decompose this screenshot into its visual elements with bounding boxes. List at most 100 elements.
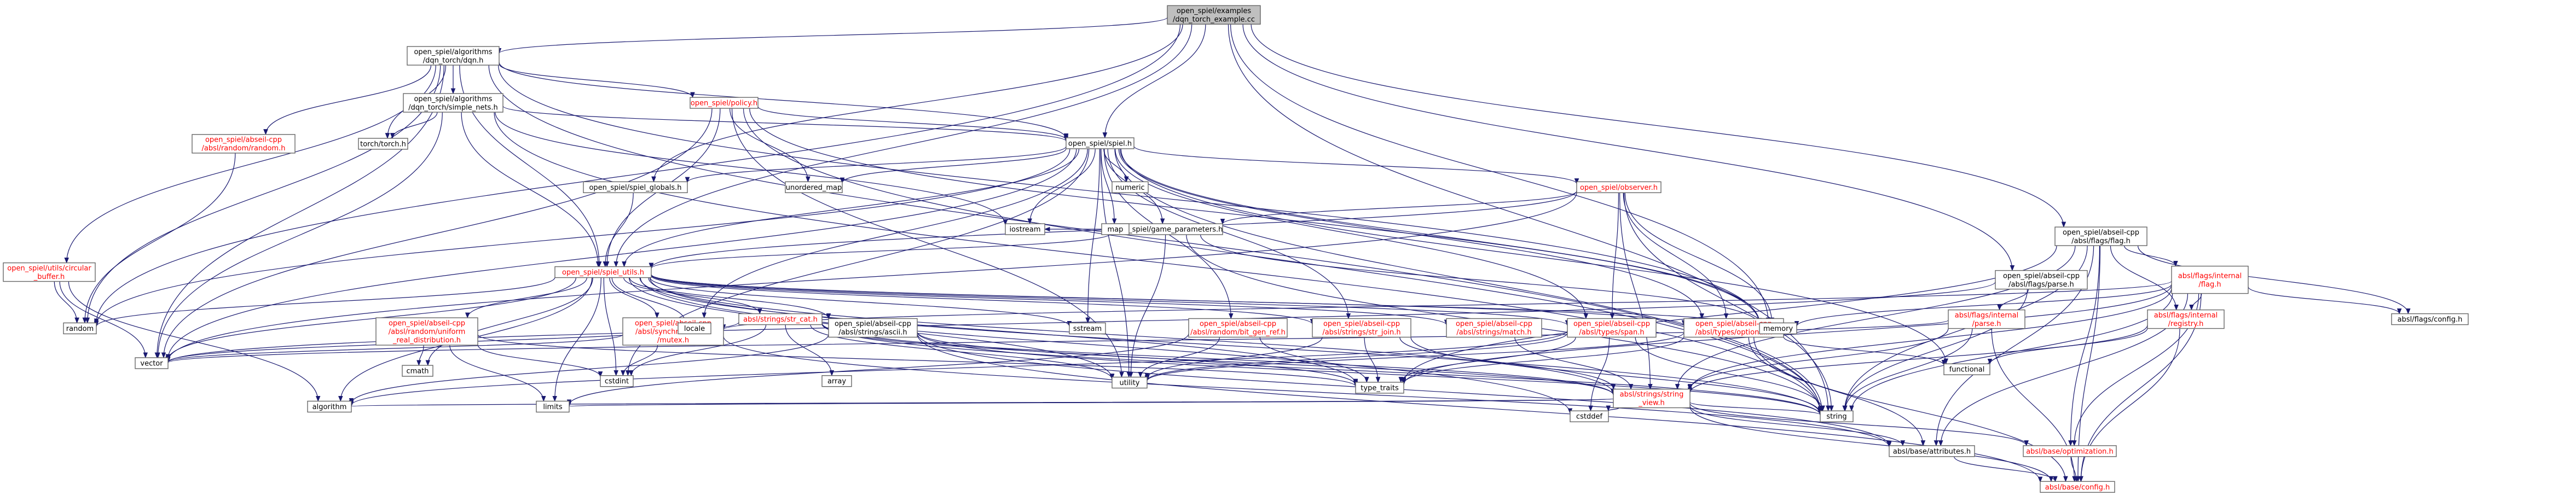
- node-game-params[interactable]: open_spiel/game_parameters.h: [1110, 223, 1223, 235]
- node-spiel-globals[interactable]: open_spiel/spiel_globals.h: [583, 181, 688, 194]
- node-box: [3, 262, 96, 282]
- node-label: open_spiel/abseil-cpp: [835, 320, 911, 328]
- node-box: [536, 400, 570, 413]
- edge-root-to-spiel_globals: [651, 24, 1183, 183]
- node-uniform-real[interactable]: open_spiel/abseil-cpp/absl/random/unifor…: [375, 317, 478, 346]
- node-spiel[interactable]: open_spiel/spiel.h: [1066, 137, 1134, 149]
- node-map[interactable]: map: [1101, 223, 1130, 235]
- node-type-traits[interactable]: type_traits: [1355, 382, 1404, 394]
- node-label: absl/strings/str_cat.h: [743, 316, 818, 324]
- node-label: absl/flags/internal: [1955, 311, 2018, 319]
- node-cstddef[interactable]: cstddef: [1570, 410, 1609, 422]
- edge-spiel_globals-to-spiel_utils: [603, 193, 634, 267]
- edge-internal_flag-to-flags_config: [2248, 286, 2402, 314]
- node-utility[interactable]: utility: [1112, 376, 1148, 389]
- node-absl-random[interactable]: open_spiel/abseil-cpp/absl/random/random…: [192, 134, 296, 154]
- edge-internal_parse-to-base_config: [1991, 328, 2077, 482]
- node-label: open_spiel/algorithms: [414, 48, 492, 56]
- node-label: algorithm: [312, 403, 347, 411]
- node-str-join[interactable]: open_spiel/abseil-cpp/absl/strings/str_j…: [1312, 318, 1411, 338]
- node-internal-registry[interactable]: absl/flags/internal/registry.h: [2147, 309, 2225, 329]
- edge-spiel-to-iostream: [1027, 148, 1096, 225]
- node-spiel-utils[interactable]: open_spiel/spiel_utils.h: [554, 266, 652, 278]
- node-str-cat[interactable]: absl/strings/str_cat.h: [738, 313, 823, 325]
- edge-internal_registry-to-base_config: [2079, 328, 2180, 482]
- edge-spiel-to-map: [1101, 148, 1117, 225]
- edge-flag-to-internal_registry: [2110, 246, 2179, 311]
- node-vector[interactable]: vector: [135, 357, 169, 369]
- node-box: [2023, 445, 2117, 457]
- edge-dqn-to-random: [85, 65, 441, 324]
- edge-str_join-to-type_traits: [1364, 337, 1381, 383]
- node-internal-parse[interactable]: absl/flags/internal/parse.h: [1948, 309, 2025, 329]
- node-base-config[interactable]: absl/base/config.h: [2040, 481, 2115, 493]
- edge-sync_mutex-to-attributes: [723, 336, 1892, 448]
- node-bit-gen-ref[interactable]: open_spiel/abseil-cpp/absl/random/bit_ge…: [1188, 318, 1288, 338]
- edge-optional-to-utility: [1144, 332, 1684, 382]
- node-memory[interactable]: memory: [1759, 322, 1797, 335]
- node-match[interactable]: open_spiel/abseil-cpp/absl/strings/match…: [1446, 318, 1542, 338]
- edges-layer: [54, 17, 2411, 483]
- edge-root-to-spiel: [1102, 24, 1206, 138]
- node-flag[interactable]: open_spiel/abseil-cpp/absl/flags/flag.h: [2054, 226, 2147, 246]
- node-label: random: [66, 325, 94, 333]
- node-label: absl/flags/internal: [2154, 311, 2218, 319]
- node-limits[interactable]: limits: [536, 400, 570, 413]
- node-policy[interactable]: open_spiel/policy.h: [690, 97, 759, 109]
- node-box: [1948, 309, 2025, 329]
- node-string-view[interactable]: absl/strings/string_view.h: [1613, 388, 1691, 409]
- node-torch[interactable]: torch/torch.h: [358, 138, 408, 150]
- node-attributes[interactable]: absl/base/attributes.h: [1889, 445, 1975, 457]
- node-box: [1101, 223, 1130, 235]
- edge-ascii-to-algorithm: [349, 334, 829, 404]
- node-ascii[interactable]: open_spiel/abseil-cpp/absl/strings/ascii…: [828, 318, 918, 338]
- node-random[interactable]: random: [63, 322, 97, 335]
- node-cstdint[interactable]: cstdint: [600, 375, 634, 387]
- node-internal-flag[interactable]: absl/flags/internal/flag.h: [2171, 265, 2249, 294]
- node-box: [1167, 5, 1261, 25]
- node-observer[interactable]: open_spiel/observer.h: [1576, 181, 1662, 194]
- node-box: [1570, 410, 1609, 422]
- node-parse[interactable]: open_spiel/abseil-cpp/absl/flags/parse.h: [1995, 270, 2088, 290]
- node-circular[interactable]: open_spiel/utils/circular_buffer.h: [3, 262, 96, 282]
- node-unordered-map[interactable]: unordered_map: [785, 181, 843, 194]
- node-cmath[interactable]: cmath: [402, 365, 433, 377]
- edge-internal_registry-to-string_view: [1687, 324, 2148, 394]
- node-box: [1613, 388, 1691, 409]
- node-functional[interactable]: functional: [1943, 363, 1990, 375]
- node-box: [1005, 223, 1045, 235]
- node-box: [63, 322, 97, 335]
- node-iostream[interactable]: iostream: [1005, 223, 1045, 235]
- node-simple-nets[interactable]: open_spiel/algorithms/dqn_torch/simple_n…: [403, 93, 503, 113]
- edge-attributes-to-base_config: [1954, 456, 2058, 482]
- edge-spiel-to-memory: [1120, 148, 1762, 324]
- node-sstream[interactable]: sstream: [1069, 322, 1106, 335]
- node-optimization[interactable]: absl/base/optimization.h: [2023, 445, 2117, 457]
- edge-dqn-to-string: [488, 65, 1823, 413]
- edge-root-to-parse: [1242, 24, 2015, 271]
- node-flags-config[interactable]: absl/flags/config.h: [2391, 313, 2469, 325]
- node-box: [358, 138, 408, 150]
- edge-spiel_utils-to-sstream: [650, 277, 1072, 327]
- node-span[interactable]: open_spiel/abseil-cpp/absl/types/span.h: [1567, 318, 1657, 338]
- node-label: open_spiel/abseil-cpp: [2063, 229, 2139, 237]
- node-string[interactable]: string: [1820, 410, 1854, 422]
- edge-str_join-to-utility: [1144, 337, 1323, 380]
- node-label: open_spiel/abseil-cpp: [389, 319, 465, 328]
- edge-internal_flag-to-memory: [1794, 284, 2172, 327]
- node-dqn[interactable]: open_spiel/algorithms/dqn_torch/dqn.h: [407, 46, 500, 66]
- node-label: open_spiel/abseil-cpp: [1200, 320, 1276, 328]
- node-locale[interactable]: locale: [678, 322, 711, 335]
- edge-spiel_utils-to-string: [649, 277, 1823, 415]
- edge-spiel_utils-to-cstddef: [640, 277, 1573, 415]
- node-label: limits: [543, 403, 563, 411]
- node-label: open_spiel/observer.h: [1580, 184, 1658, 192]
- node-numeric[interactable]: numeric: [1112, 181, 1149, 194]
- node-label: absl/flags/config.h: [2398, 316, 2463, 324]
- node-root[interactable]: open_spiel/examples/dqn_torch_example.cc: [1167, 5, 1261, 25]
- node-array[interactable]: array: [821, 375, 852, 387]
- edge-root-to-flag: [1251, 24, 2066, 228]
- node-algorithm[interactable]: algorithm: [307, 400, 352, 413]
- node-box: [1112, 376, 1148, 389]
- node-label: /dqn_torch_example.cc: [1173, 15, 1255, 24]
